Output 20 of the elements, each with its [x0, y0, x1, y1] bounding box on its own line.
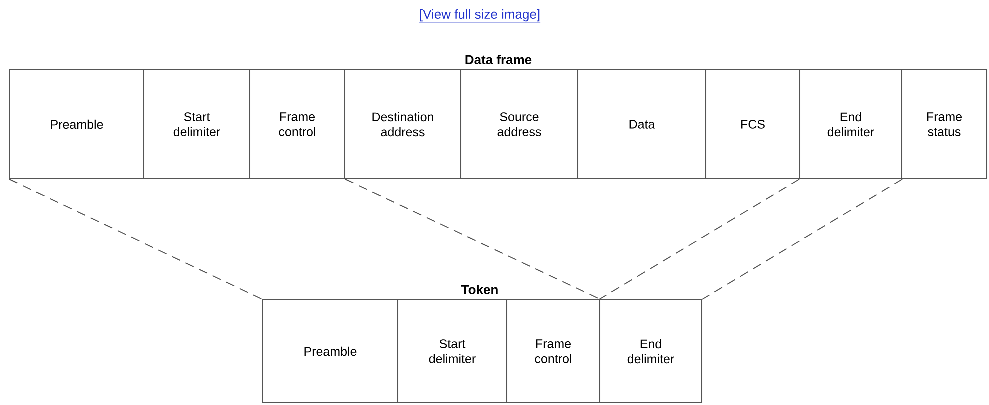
field-cell: Preamble [262, 300, 398, 404]
dashed-line [9, 179, 263, 300]
link: [View full size image] [419, 10, 541, 24]
field-cell: Frame control [250, 70, 346, 180]
field-cell: Preamble [10, 70, 144, 180]
dashed-line [702, 179, 903, 300]
row-title: Data frame [466, 54, 532, 64]
field-cell: Source address [460, 70, 578, 180]
field-cell: Frame status [902, 70, 988, 180]
field-cell: Data [578, 70, 706, 180]
field-cell: FCS [706, 70, 800, 180]
dashed-line [345, 179, 601, 300]
field-cell: Destination address [344, 70, 462, 180]
field-cell: End delimiter [800, 70, 902, 180]
field-cell: Start delimiter [144, 70, 250, 180]
field-cell: End delimiter [600, 300, 702, 404]
field-cell: Start delimiter [398, 300, 508, 404]
row-title: Token [461, 284, 498, 294]
dashed-line [599, 179, 800, 300]
field-cell: Frame control [506, 300, 600, 404]
